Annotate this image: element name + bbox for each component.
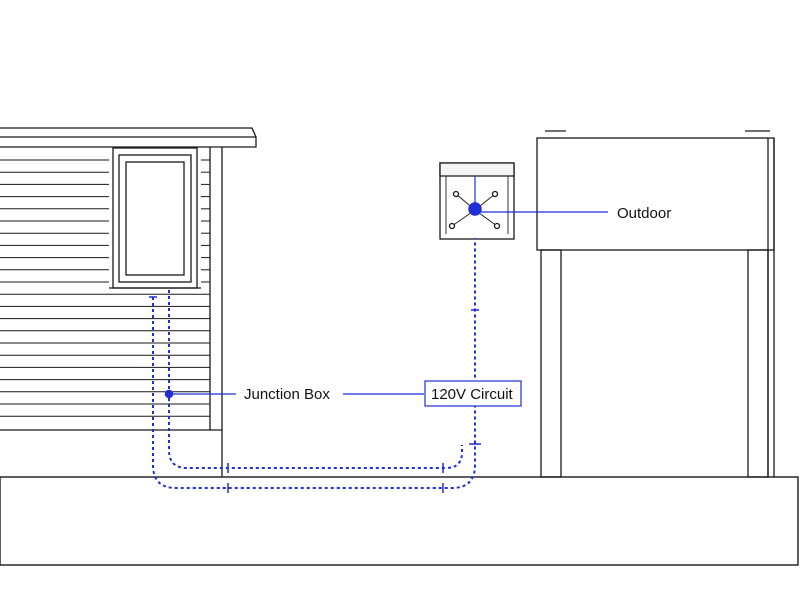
box-screw bbox=[448, 222, 456, 230]
house bbox=[0, 127, 257, 477]
outdoor-box bbox=[439, 162, 515, 240]
window-pane bbox=[125, 161, 185, 276]
ground-slab bbox=[0, 476, 799, 566]
junction-dot bbox=[164, 389, 174, 399]
outdoor-label: Outdoor bbox=[617, 205, 671, 222]
outdoor-structure bbox=[536, 130, 775, 478]
window-casing bbox=[118, 154, 192, 283]
box-screw bbox=[491, 190, 499, 198]
circuit-label: 120V Circuit bbox=[431, 386, 514, 403]
wiring bbox=[152, 238, 476, 489]
window-frame bbox=[112, 147, 198, 289]
box-screw bbox=[452, 190, 460, 198]
wire-markers bbox=[149, 202, 482, 493]
outdoor-box-cover bbox=[439, 162, 515, 177]
house-siding bbox=[0, 159, 210, 417]
outdoor-connector-dot bbox=[468, 202, 482, 216]
outdoor-cabinet-top bbox=[536, 137, 775, 251]
circuit-label-box bbox=[424, 380, 522, 407]
junction-box-label: Junction Box bbox=[244, 386, 330, 403]
wire-conduit-outer bbox=[152, 238, 476, 489]
box-screw bbox=[493, 222, 501, 230]
outdoor-post-right bbox=[747, 249, 769, 478]
outdoor-post-left bbox=[540, 249, 562, 478]
wire-conduit-inner bbox=[168, 290, 463, 469]
